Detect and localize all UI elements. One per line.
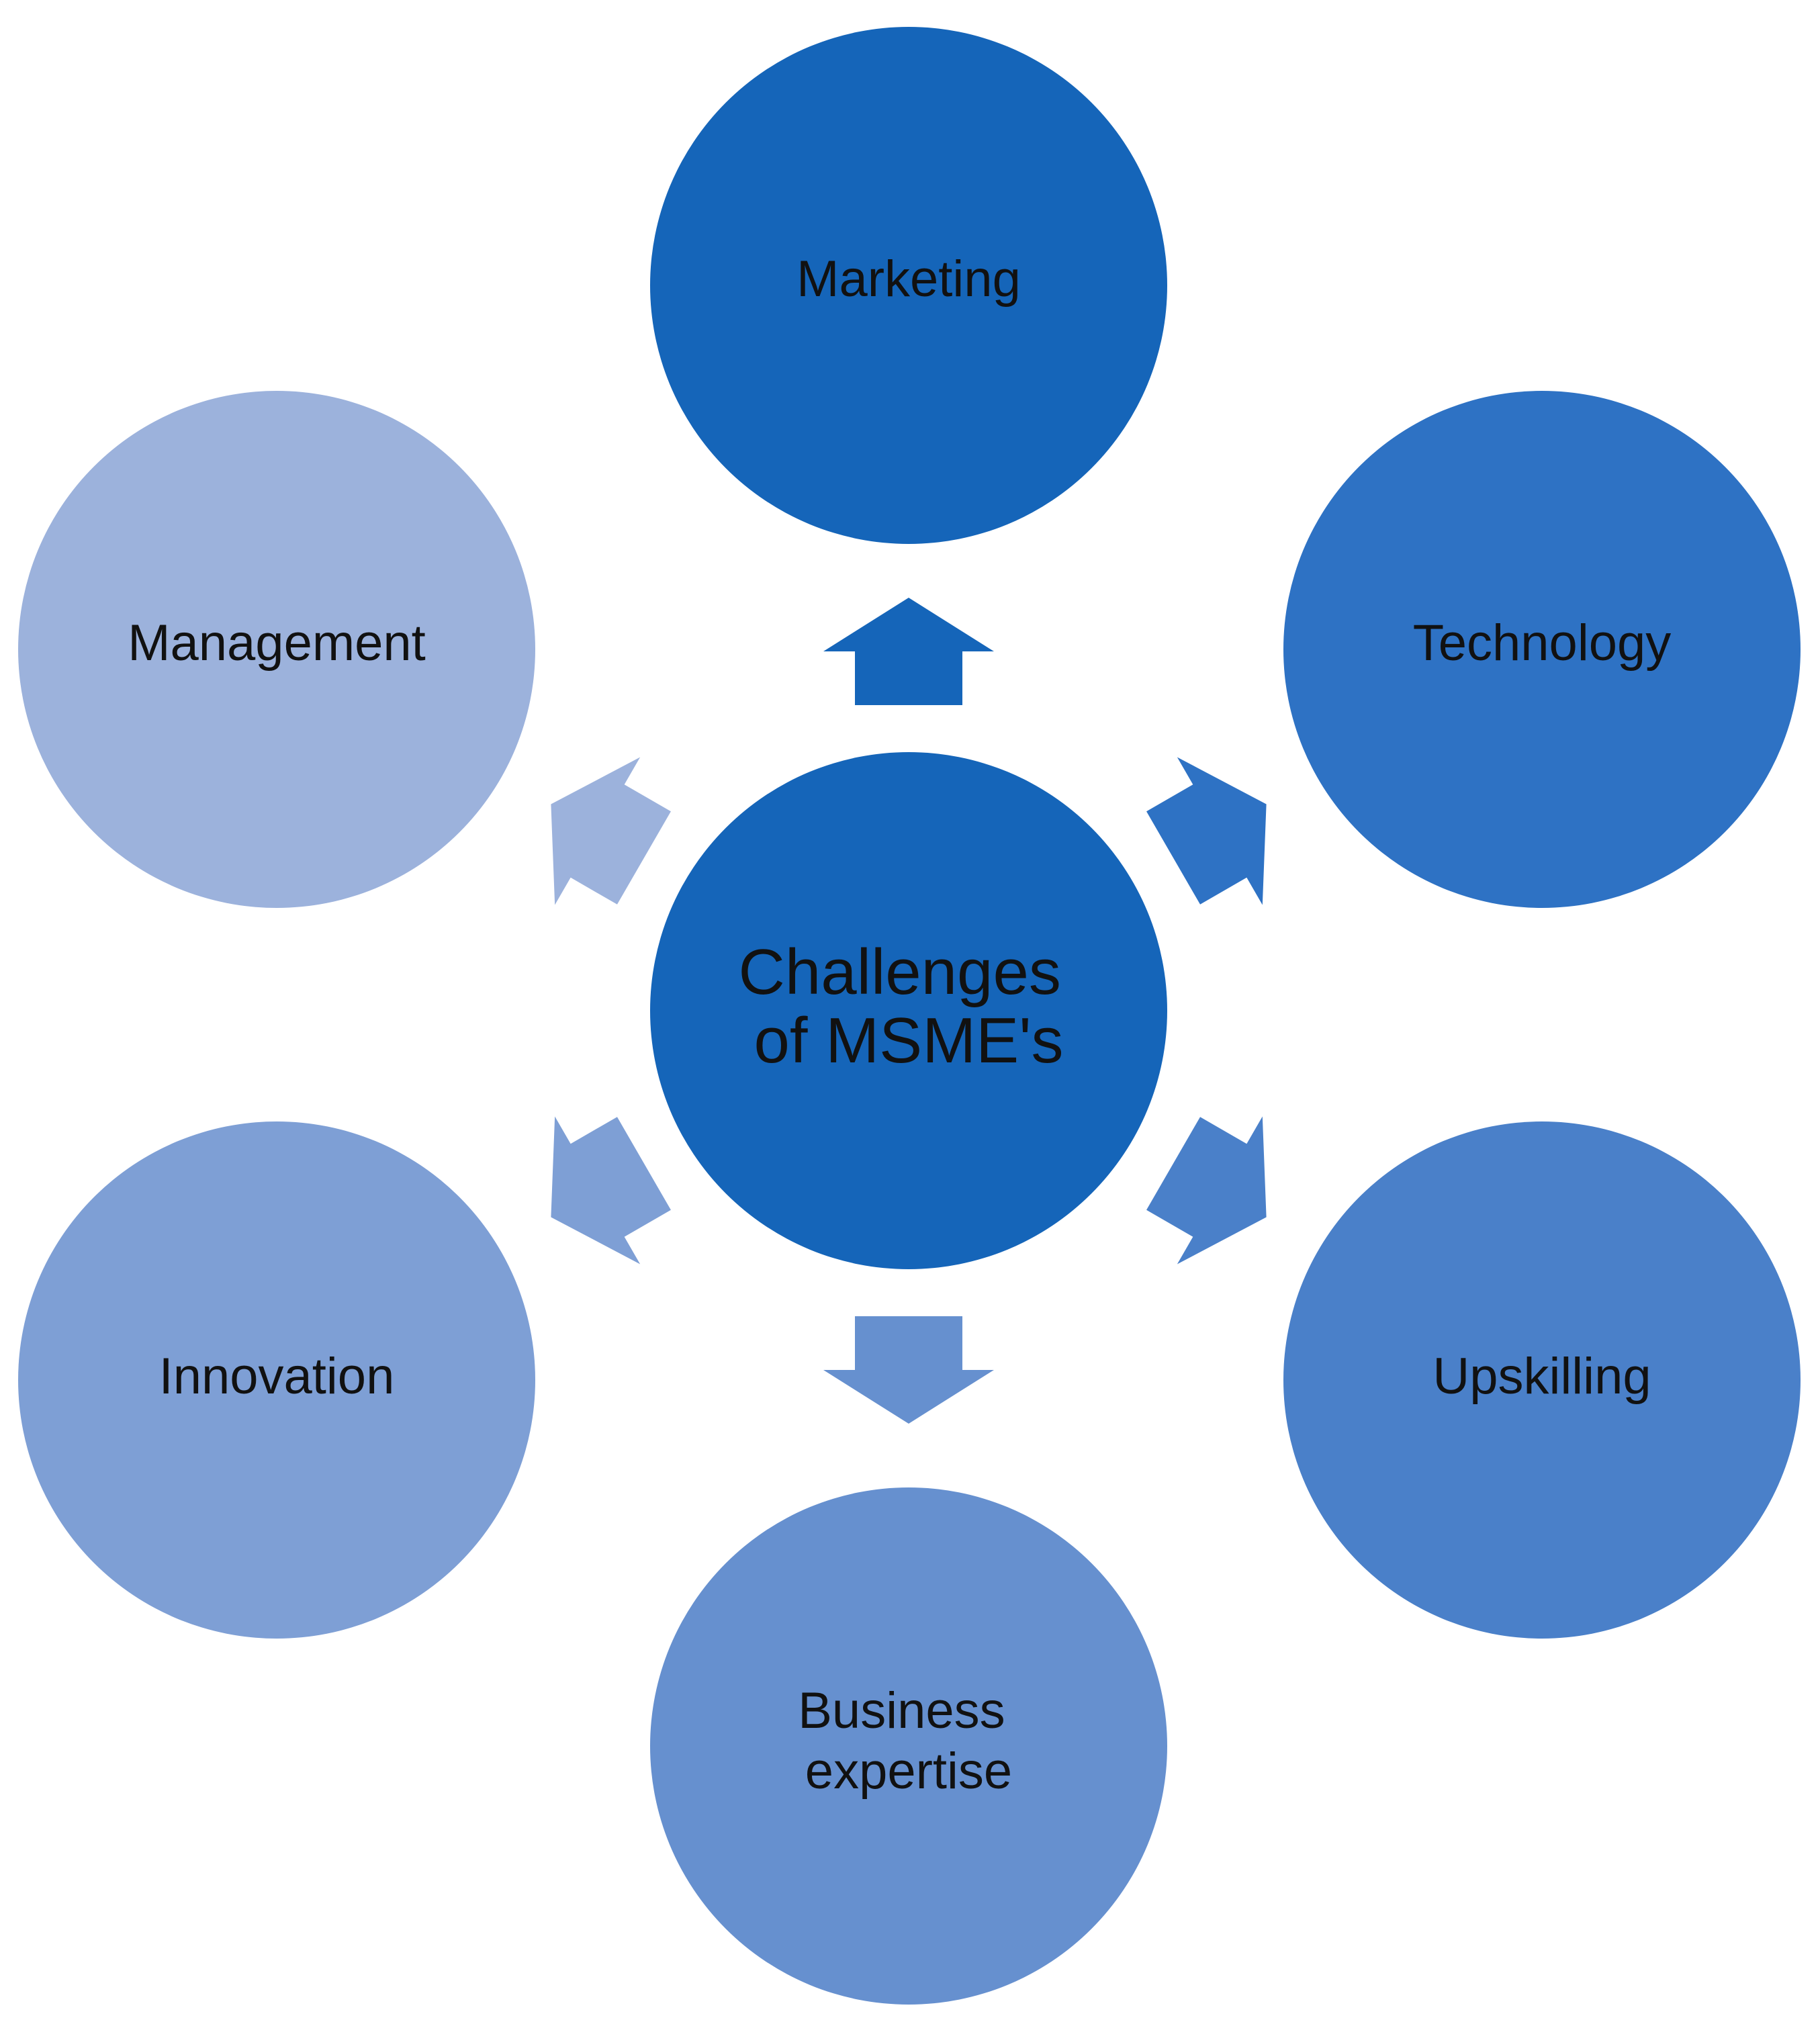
svg-text:Innovation: Innovation [159, 1348, 395, 1405]
node-management: Management [18, 391, 535, 908]
node-upskilling: Upskilling [1283, 1121, 1801, 1639]
center-label-line-1: Challenges [739, 936, 1061, 1008]
svg-text:Marketing: Marketing [797, 250, 1021, 308]
center-circle [650, 752, 1167, 1269]
svg-text:Challenges of MSME's: Challenges of MSME's [739, 936, 1079, 1076]
svg-text:Upskilling: Upskilling [1432, 1348, 1651, 1405]
node-marketing: Marketing [650, 27, 1167, 544]
node-technology: Technology [1283, 391, 1801, 908]
innovation-label: Innovation [159, 1348, 395, 1405]
business-expertise-circle [650, 1487, 1167, 2005]
marketing-label: Marketing [797, 250, 1021, 308]
node-business-expertise: Business expertise [650, 1487, 1167, 2005]
arrow-to-upskilling [1146, 1116, 1267, 1265]
upskilling-circle [1283, 1121, 1801, 1639]
management-circle [18, 391, 535, 908]
node-innovation: Innovation [18, 1121, 535, 1639]
center-node: Challenges of MSME's [650, 752, 1167, 1269]
arrow-to-technology [1146, 757, 1267, 905]
technology-label: Technology [1413, 614, 1672, 672]
arrow-to-management [551, 757, 671, 905]
innovation-circle [18, 1121, 535, 1639]
center-label-line-2: of MSME's [754, 1005, 1063, 1076]
technology-circle [1283, 391, 1801, 908]
arrow-to-marketing [823, 598, 994, 705]
arrow-to-business-expertise [823, 1316, 994, 1424]
svg-text:Business expertise: Business expertise [798, 1682, 1019, 1800]
business-expertise-label-line-1: Business [798, 1682, 1005, 1739]
arrow-to-innovation [551, 1116, 671, 1265]
management-label: Management [128, 614, 426, 672]
upskilling-label: Upskilling [1432, 1348, 1651, 1405]
arrows [551, 598, 1267, 1424]
marketing-circle [650, 27, 1167, 544]
svg-text:Technology: Technology [1413, 614, 1672, 672]
business-expertise-label-line-2: expertise [805, 1743, 1012, 1800]
svg-text:Management: Management [128, 614, 426, 672]
